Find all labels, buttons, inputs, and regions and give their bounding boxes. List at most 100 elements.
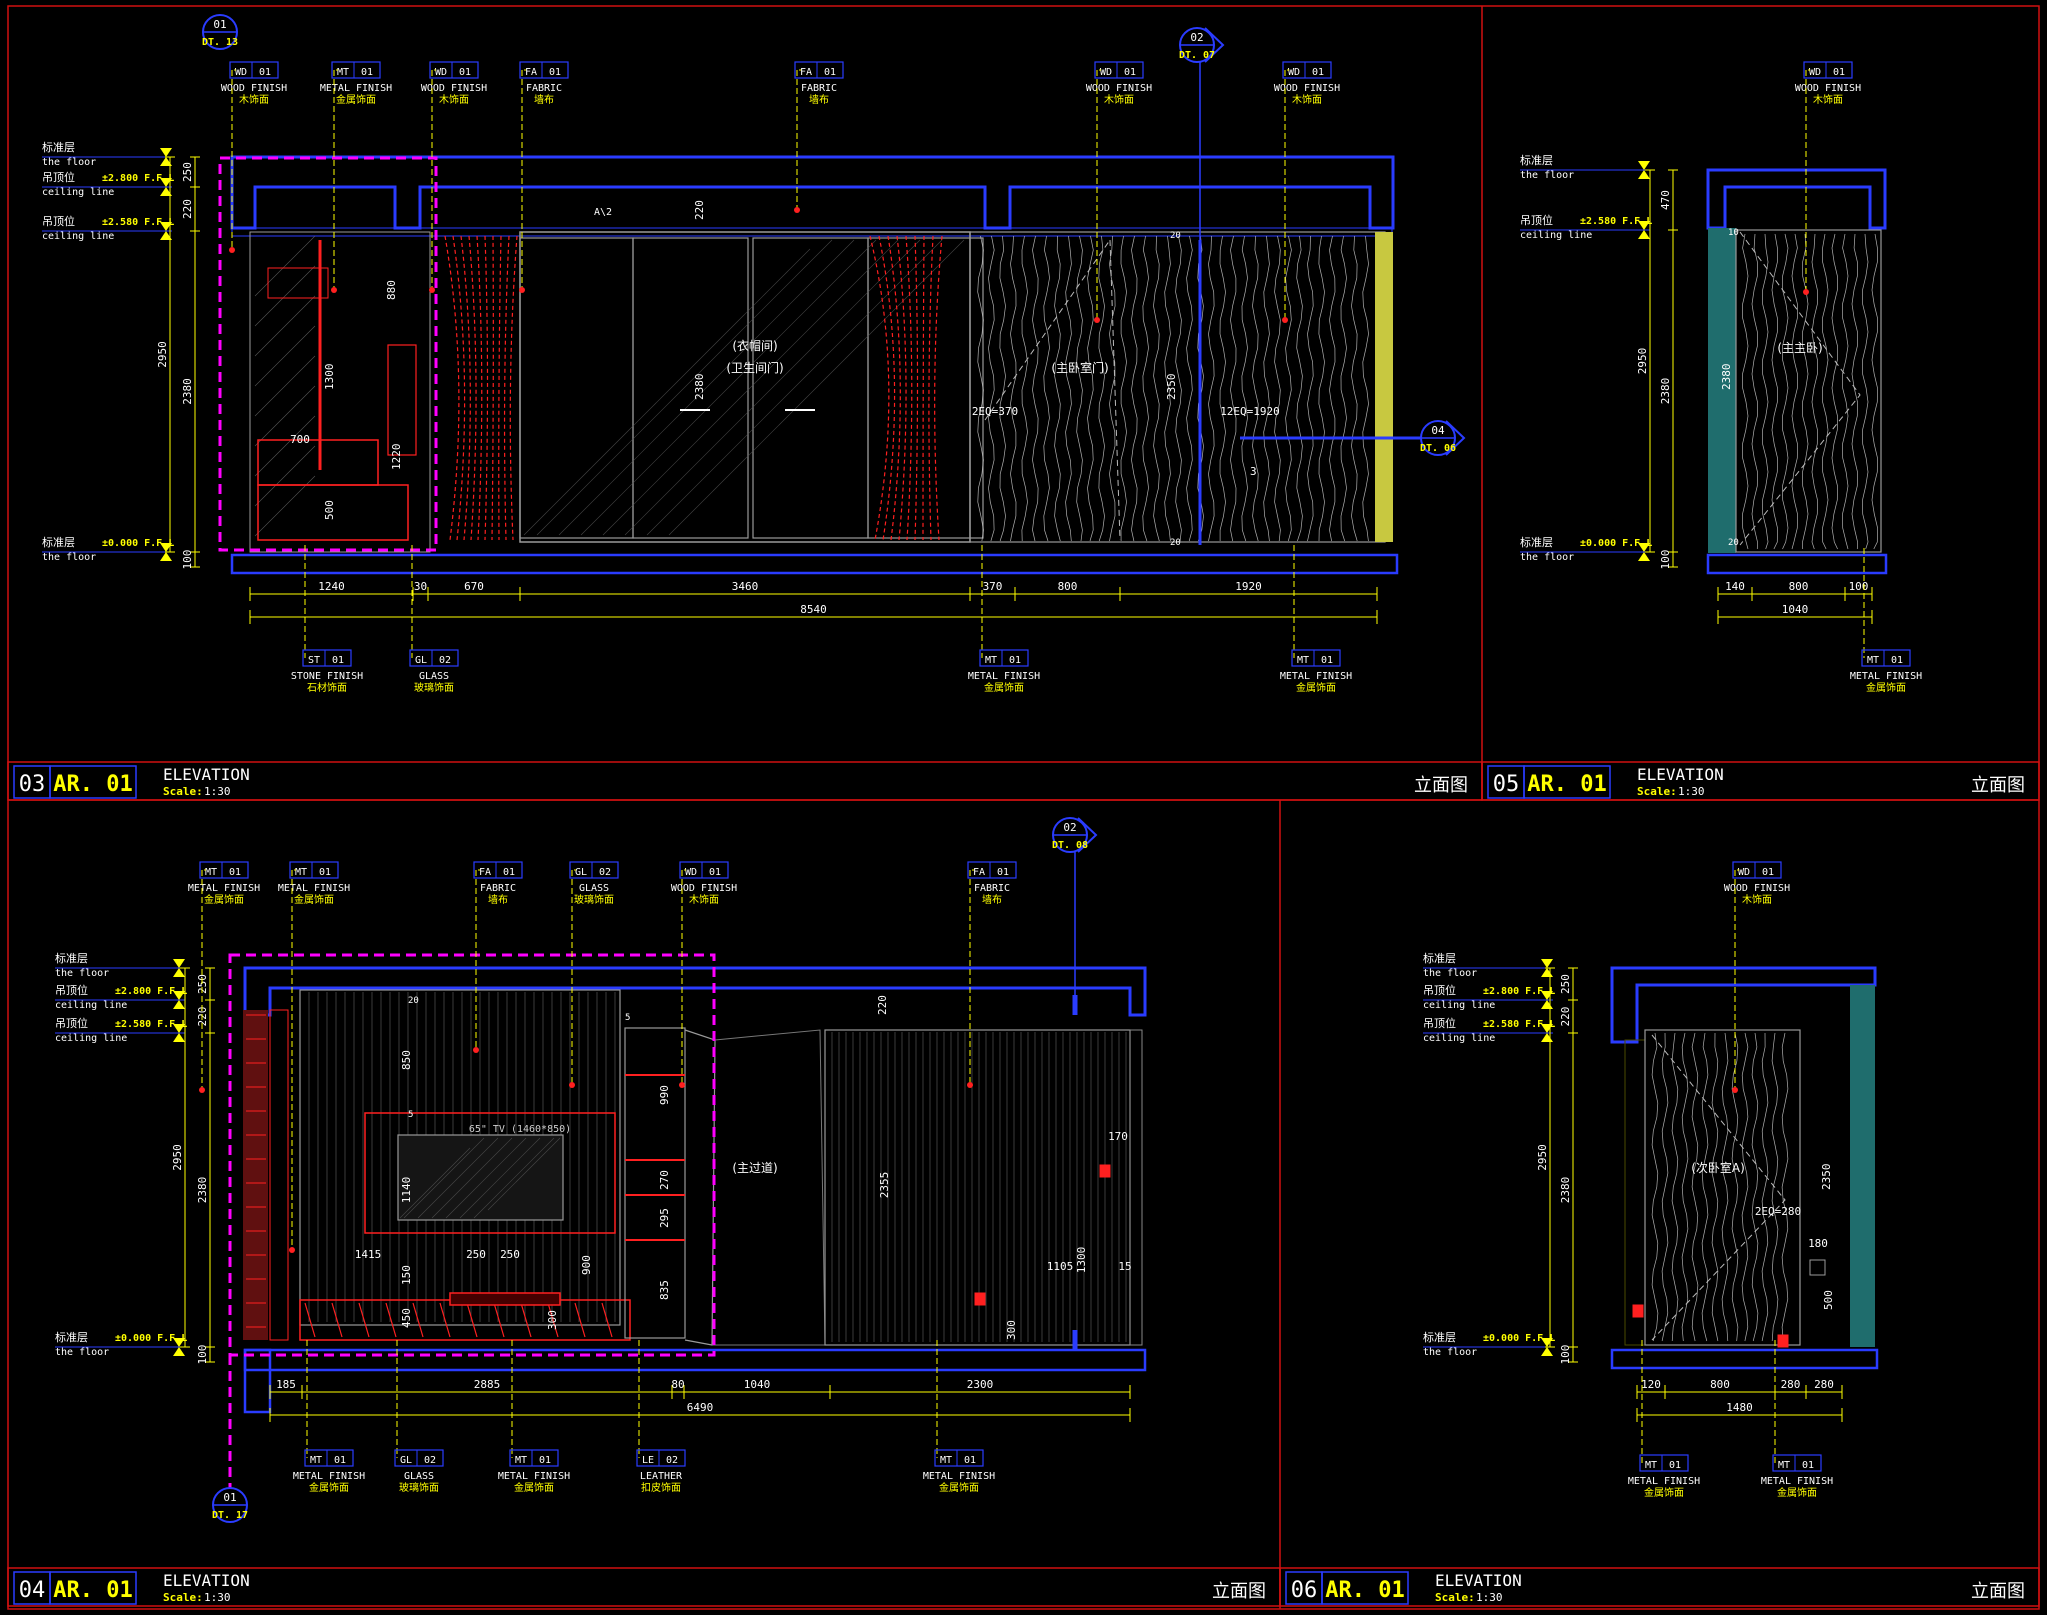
room-label: (次卧室A) <box>1691 1160 1745 1175</box>
tag-box <box>636 1449 686 1467</box>
curtain-fold <box>444 235 460 541</box>
level-value: ±2.800 F.F.L <box>102 173 174 184</box>
tag-label-cn: 金属饰面 <box>204 893 244 906</box>
level-triangle <box>1638 161 1650 179</box>
level-triangle <box>1638 221 1650 239</box>
dimension-value: 1220 <box>390 444 403 471</box>
tag-label-cn: 玻璃饰面 <box>399 1481 439 1494</box>
title-block-frame <box>1279 1567 2040 1607</box>
dimension-value: 800 <box>1789 580 1809 593</box>
dimension-value: 5 <box>625 1013 630 1023</box>
tag-code: WD <box>435 67 447 78</box>
dimension-value: 2380 <box>1720 364 1733 391</box>
curtain-fold <box>498 235 502 541</box>
tag-box <box>1291 649 1341 667</box>
console-hatch <box>304 1302 316 1338</box>
tag-number: 01 <box>1669 1460 1681 1471</box>
side-wall-section <box>1850 985 1875 1347</box>
dimension-value: 20 <box>1170 231 1181 241</box>
tag-code: MT <box>1778 1460 1790 1471</box>
tag-box <box>519 61 569 79</box>
tag-label-cn: 金属饰面 <box>514 1481 554 1494</box>
dimension-value: 140 <box>1725 580 1745 593</box>
tag-label-cn: 金属饰面 <box>984 681 1024 694</box>
curtain-fold <box>896 235 907 541</box>
dimension-value: 370 <box>983 580 1003 593</box>
dimension-value: 2355 <box>878 1172 891 1199</box>
tag-box <box>509 1449 559 1467</box>
outlet <box>974 1292 986 1306</box>
sheet-number-box <box>1523 765 1611 799</box>
dimension-value: 270 <box>658 1170 671 1190</box>
console-hatch <box>385 1302 397 1338</box>
level-value: ±2.580 F.F.L <box>1580 216 1652 227</box>
dimension-value: 220 <box>181 199 194 219</box>
panel-title: ELEVATION <box>1637 765 1724 784</box>
dimension-value: 800 <box>1058 580 1078 593</box>
dimension-value: 3460 <box>732 580 759 593</box>
dimension-value: 880 <box>385 280 398 300</box>
level-triangle <box>173 959 185 977</box>
dimension-value: 1300 <box>1075 1247 1088 1274</box>
tag-number: 02 <box>666 1455 678 1466</box>
tag-label-en: METAL FINISH <box>278 883 350 894</box>
bubble-number: 02 <box>1063 821 1076 834</box>
level-value: ±2.580 F.F.L <box>115 1019 187 1030</box>
tag-box <box>1861 649 1911 667</box>
tag-label-cn: 木饰面 <box>1104 93 1134 106</box>
bubble-detail-ref: DT. 07 <box>1179 50 1215 61</box>
tag-code: FA <box>973 867 985 878</box>
scale-label: Scale: <box>163 1591 203 1604</box>
vertical-dimension: 2950 <box>156 156 175 553</box>
tag-code: MT <box>1645 1460 1657 1471</box>
edge-trim <box>1375 232 1393 542</box>
tag-code: MT <box>337 67 349 78</box>
level-label-en: ceiling line <box>1423 1033 1495 1044</box>
dimension-value: 12EQ=1920 <box>1220 405 1280 418</box>
vertical-dimension: 2950 <box>1536 967 1555 1348</box>
console-hatch <box>439 1302 451 1338</box>
room-label: (主卧室门) <box>1051 360 1108 375</box>
curtain-fold <box>460 235 471 541</box>
tag-box <box>1094 61 1144 79</box>
bubble-number: 01 <box>223 1491 236 1504</box>
dimension-value: 900 <box>580 1255 593 1275</box>
sheet-number: AR. 01 <box>1527 772 1606 797</box>
dimension-value: 2380 <box>196 1177 209 1204</box>
tag-code: WD <box>1288 67 1300 78</box>
panel-number: 06 <box>1291 1578 1318 1603</box>
level-label-en: the floor <box>1520 552 1574 563</box>
console-hatch <box>331 1302 343 1338</box>
tag-label-en: GLASS <box>404 1471 434 1482</box>
tag-label-cn: 金属饰面 <box>939 1481 979 1494</box>
tag-leader-dot <box>679 1082 685 1088</box>
left-column <box>243 1010 268 1340</box>
wardrobe-panel <box>249 231 431 553</box>
dimension-value: 850 <box>400 1050 413 1070</box>
outlet <box>1099 1164 1111 1178</box>
tag-label-en: FABRIC <box>480 883 516 894</box>
panel-title: ELEVATION <box>163 765 250 784</box>
tag-label-cn: 玻璃饰面 <box>574 893 614 906</box>
tag-label-en: LEATHER <box>640 1471 683 1482</box>
